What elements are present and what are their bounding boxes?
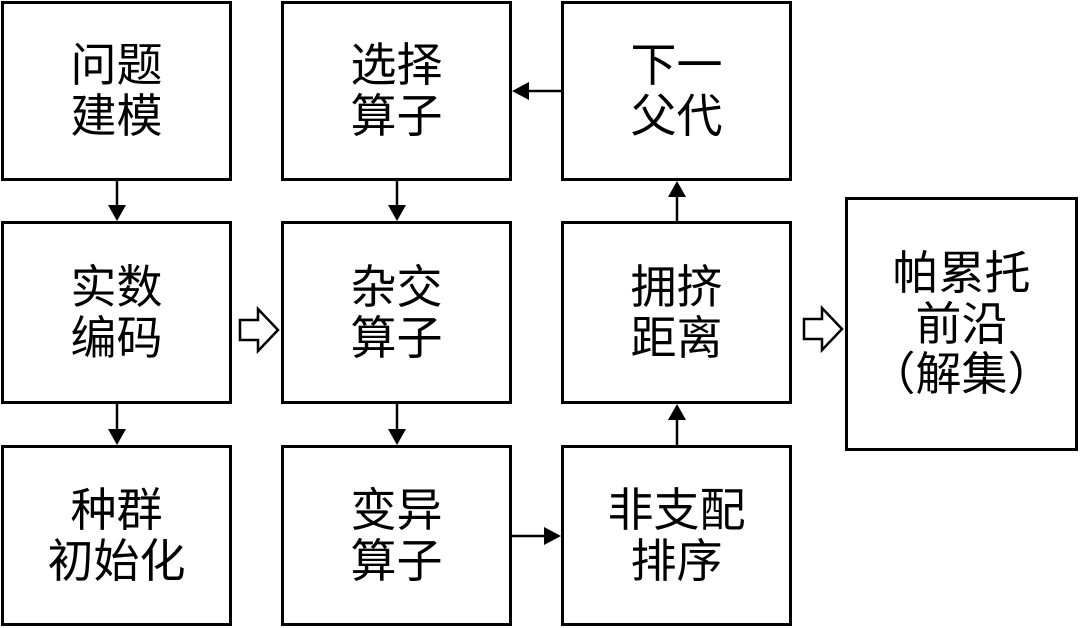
node-label-line: 距离 [630,310,723,365]
arrow-selection-to-crossover [388,181,406,221]
arrow-nondominated-to-crowding [668,404,686,445]
node-label-line: （解集） [869,347,1054,402]
arrow-mutation-to-nondominated [512,527,561,545]
node-label-line: 种群 [70,482,163,537]
node-crossover-operator: 杂交 算子 [281,221,512,404]
node-label-line: 算子 [350,89,443,143]
arrow-next-generation-to-selection [512,82,561,100]
node-label-line: 建模 [70,89,163,143]
node-label-line: 算子 [350,310,443,365]
node-pareto-front: 帕累托 前沿 （解集） [845,197,1078,451]
node-label-line: 杂交 [350,259,443,314]
node-label-line: 算子 [350,533,443,588]
node-label-line: 初始化 [47,533,186,588]
arrow-encoding-to-init [108,404,126,445]
node-nondominated-sorting: 非支配 排序 [561,445,792,626]
arrow-crossover-to-mutation [388,404,406,445]
node-label-line: 下一 [630,38,723,93]
node-problem-modeling: 问题 建模 [1,1,232,181]
node-next-generation: 下一 父代 [561,1,792,181]
arrow-modeling-to-encoding [108,181,126,221]
node-label-line: 拥挤 [630,259,723,314]
node-crowding-distance: 拥挤 距离 [561,221,792,404]
node-label-line: 非支配 [607,482,746,537]
node-label-line: 变异 [350,482,443,537]
node-label-line: 选择 [350,38,443,93]
hollow-arrow-encoding-to-crossover [238,305,280,355]
node-label-line: 父代 [630,89,723,143]
hollow-arrow-crowding-to-pareto [802,304,844,354]
node-label-line: 前沿 [915,296,1008,351]
node-label-line: 排序 [630,533,723,588]
node-label-line: 帕累托 [892,246,1031,301]
node-mutation-operator: 变异 算子 [281,445,512,626]
node-label-line: 问题 [70,38,163,93]
node-label-line: 编码 [70,310,163,365]
arrow-crowding-to-next-generation [668,181,686,221]
node-real-encoding: 实数 编码 [1,221,232,404]
node-population-init: 种群 初始化 [1,445,232,626]
node-label-line: 实数 [70,259,163,314]
node-selection-operator: 选择 算子 [281,1,512,181]
